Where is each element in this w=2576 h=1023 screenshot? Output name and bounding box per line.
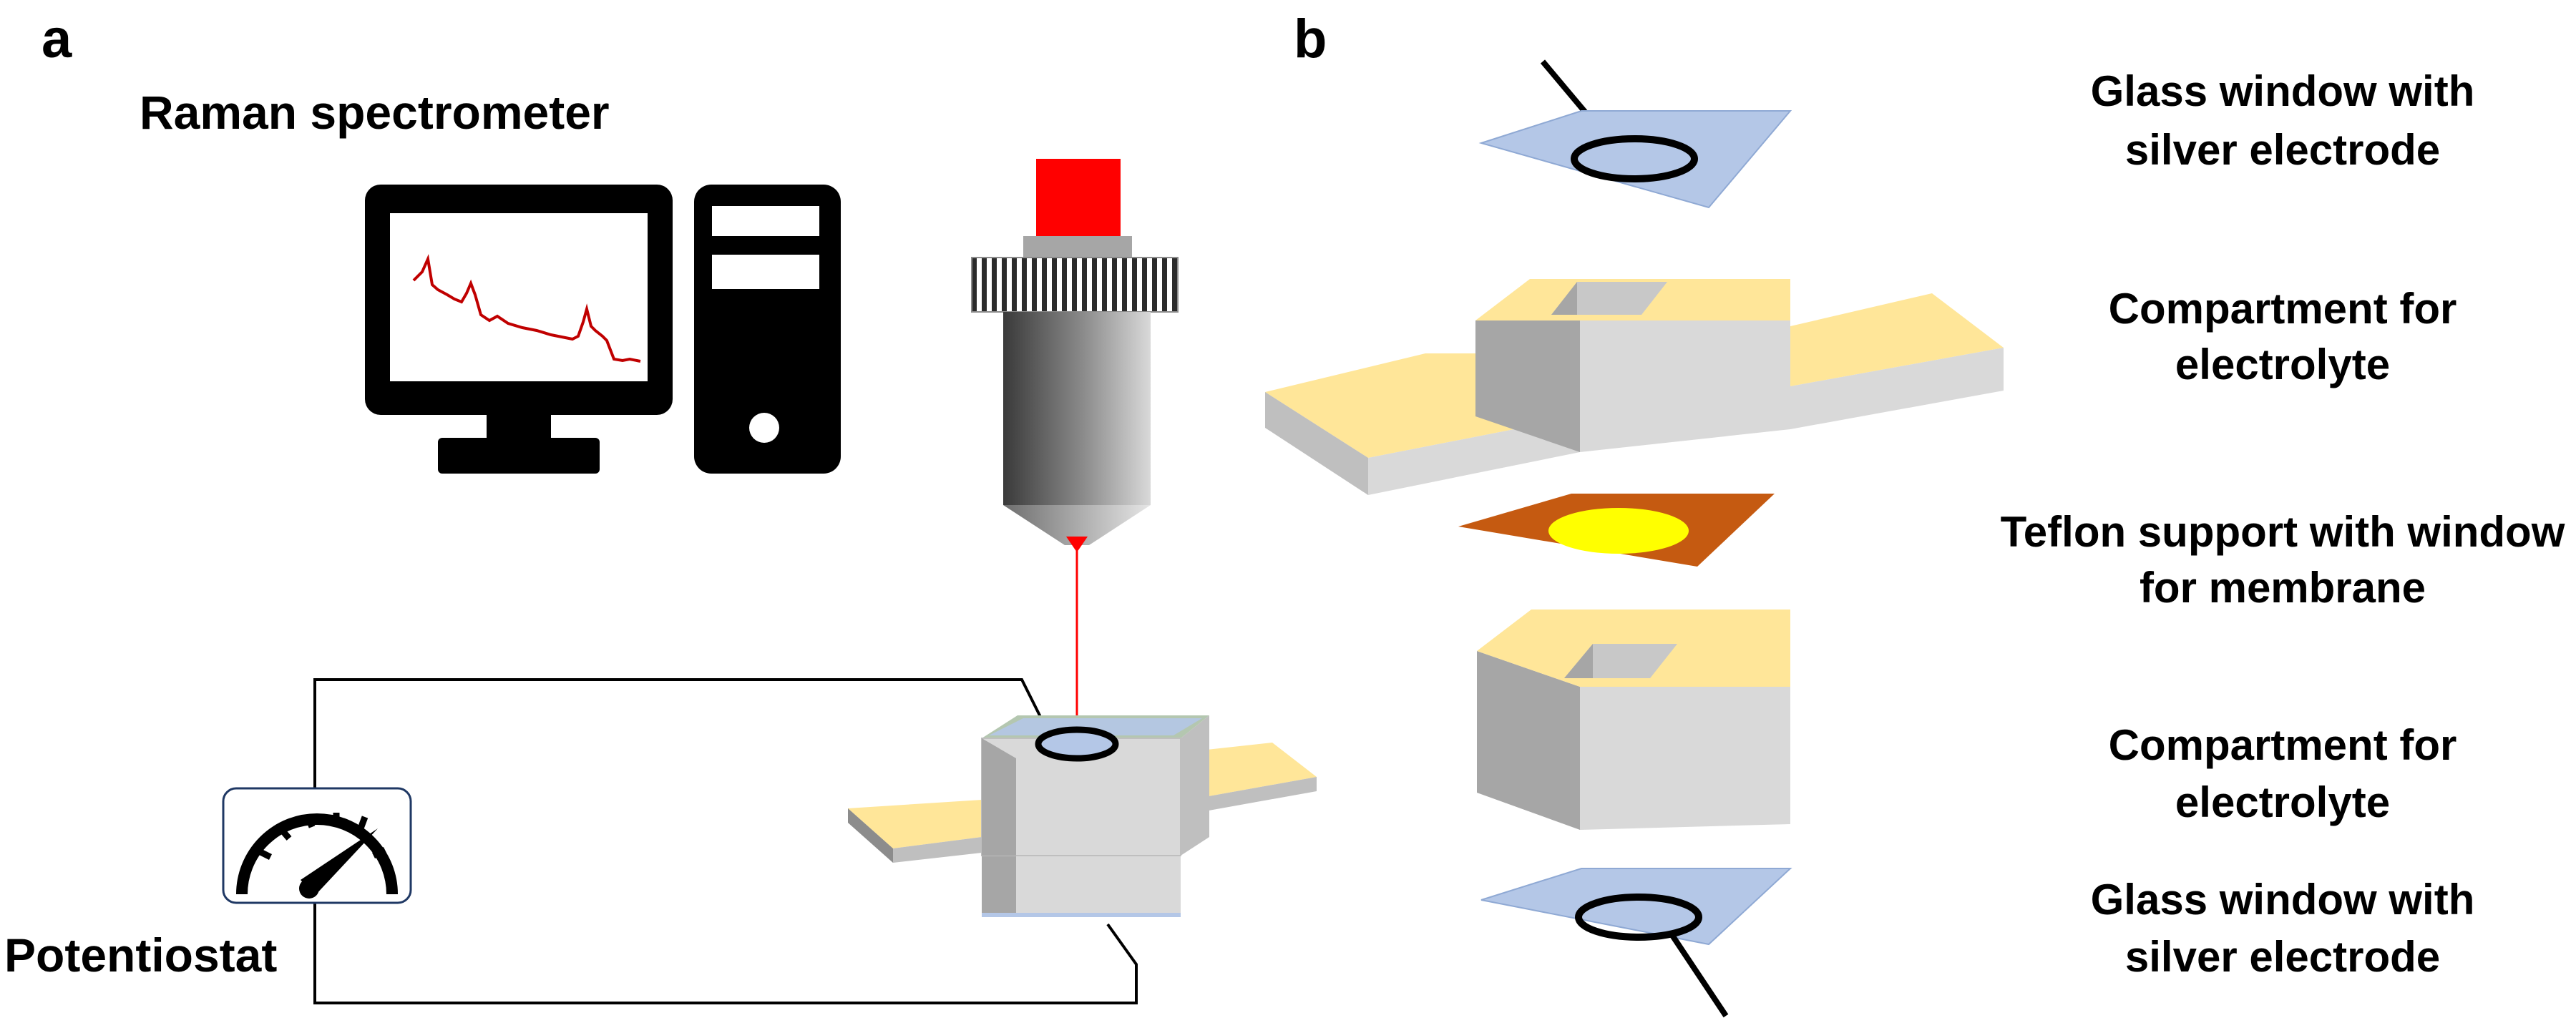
layer-label: Compartment for: [2109, 721, 2457, 769]
potentiostat-wires: [313, 678, 1138, 1004]
panel-b: b: [1265, 9, 2565, 1018]
layer-labels: Glass window with silver electrode Compa…: [2001, 67, 2565, 981]
panel-b-letter: b: [1294, 9, 1327, 69]
top-compartment-opening: [1551, 282, 1667, 315]
teflon-support: [1458, 494, 1775, 567]
membrane-window: [1548, 508, 1689, 554]
laser-focus-tip: [1066, 537, 1088, 552]
monitor-screen: [390, 213, 648, 381]
cell-silver-electrode: [1035, 726, 1119, 762]
tower-drive-bay-1: [712, 206, 819, 236]
layer-label: Glass window with: [2091, 67, 2475, 115]
layer-label: Compartment for: [2109, 285, 2457, 333]
raman-spectrometer-label: Raman spectrometer: [140, 86, 610, 139]
gauge-meter-icon: [222, 787, 412, 904]
panel-a-letter: a: [42, 9, 72, 69]
assembled-cell: [848, 715, 1317, 917]
objective-cone: [1003, 505, 1151, 545]
layer-label: Teflon support with window: [2001, 508, 2565, 556]
gauge-needle: [301, 828, 378, 896]
monitor-neck: [487, 413, 551, 441]
layer-label: silver electrode: [2125, 126, 2440, 174]
layer-label: electrolyte: [2175, 341, 2390, 388]
bottom-compartment: [1477, 610, 1790, 830]
potentiostat-label: Potentiostat: [4, 929, 277, 982]
raman-spectrum-trace: [412, 254, 641, 363]
panel-a: a Raman spectrometer: [4, 9, 1317, 1004]
tower-power-button: [749, 413, 779, 443]
laser-source: [1036, 159, 1121, 236]
layer-label: for membrane: [2140, 564, 2426, 612]
objective-knurled-ring: [971, 257, 1179, 313]
layer-label: Glass window with: [2091, 876, 2475, 924]
bottom-glass-window: [1480, 868, 1792, 1018]
monitor-base: [438, 438, 600, 474]
objective-barrel: [1003, 312, 1151, 505]
layer-label: electrolyte: [2175, 778, 2390, 826]
desktop-computer-icon: [365, 185, 841, 474]
layer-label: silver electrode: [2125, 933, 2440, 981]
top-glass-window: [1478, 59, 1792, 209]
top-compartment: [1265, 279, 2004, 495]
objective-collar: [1023, 236, 1132, 258]
tower-drive-bay-2: [712, 255, 819, 289]
microscope-objective-icon: [971, 159, 1179, 552]
cell-glass-window: [989, 718, 1202, 735]
